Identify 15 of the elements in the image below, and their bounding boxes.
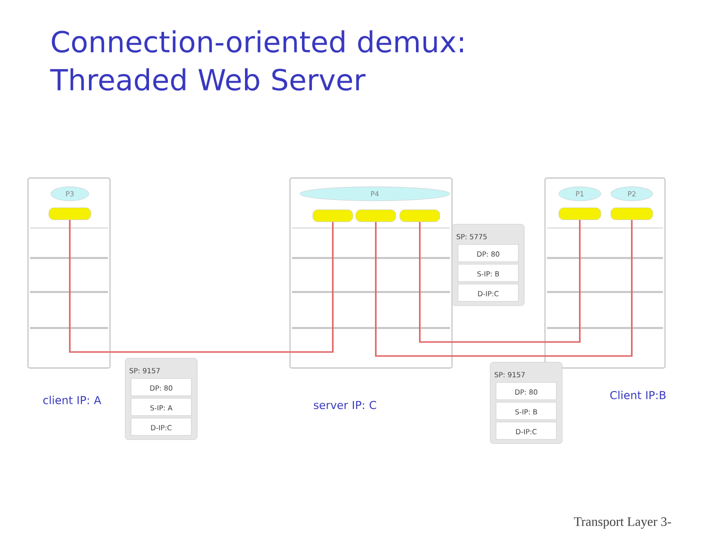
connection-line <box>375 220 633 357</box>
title: Connection-oriented demux: Threaded Web Server <box>50 30 463 91</box>
connection-line <box>69 220 334 353</box>
socket <box>400 210 440 222</box>
host-label: client IP: A <box>43 396 102 404</box>
socket <box>48 208 91 220</box>
connection-line <box>419 220 581 343</box>
socket <box>356 210 396 222</box>
socket <box>558 208 601 220</box>
host-label: Client IP:B <box>610 390 666 400</box>
socket <box>312 210 353 222</box>
host-label: server IP: C <box>314 400 376 410</box>
host-box <box>27 177 111 369</box>
socket <box>610 208 653 220</box>
footer-text: Transport Layer 3- <box>574 517 671 529</box>
